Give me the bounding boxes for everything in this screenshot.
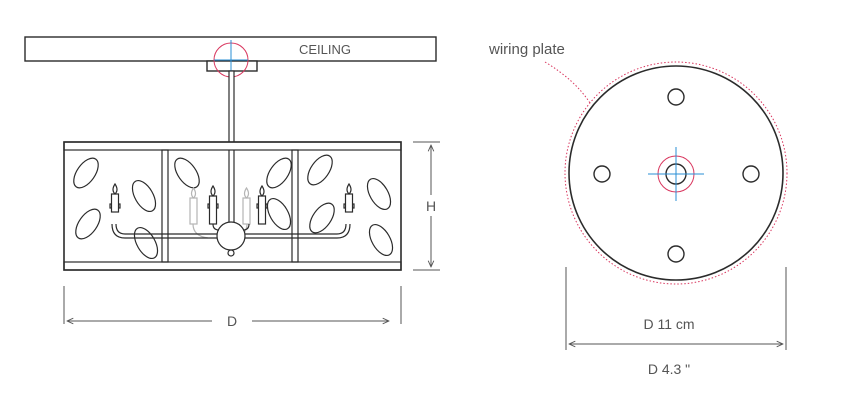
candles [109,182,355,225]
down-rod [228,70,235,144]
diameter-dimension [63,286,402,324]
mounting-holes [593,88,760,263]
wiring-plate-outline-dotted [564,61,788,285]
frame-bottom-band [63,261,402,271]
leaf-decorations [73,154,394,259]
ghost-candles [189,186,251,239]
height-label: H [426,198,436,214]
frame-posts [161,149,299,263]
plate-diameter-dimension [565,267,787,350]
wiring-plate-view: wiring plate D 11 cm D 4.3 " [488,41,788,377]
chandelier-body [216,150,246,257]
wiring-plate-label: wiring plate [488,41,565,58]
ceiling-label: CEILING [299,42,351,57]
candle-arms [111,223,351,239]
height-dimension [413,141,440,271]
diameter-label: D [227,313,237,329]
frame-top-band [63,141,402,151]
side-view: CEILING [24,36,440,329]
plate-diameter-cm-label: D 11 cm [643,316,694,332]
plate-diameter-in-label: D 4.3 " [648,361,690,377]
wiring-plate-leader [544,61,591,104]
